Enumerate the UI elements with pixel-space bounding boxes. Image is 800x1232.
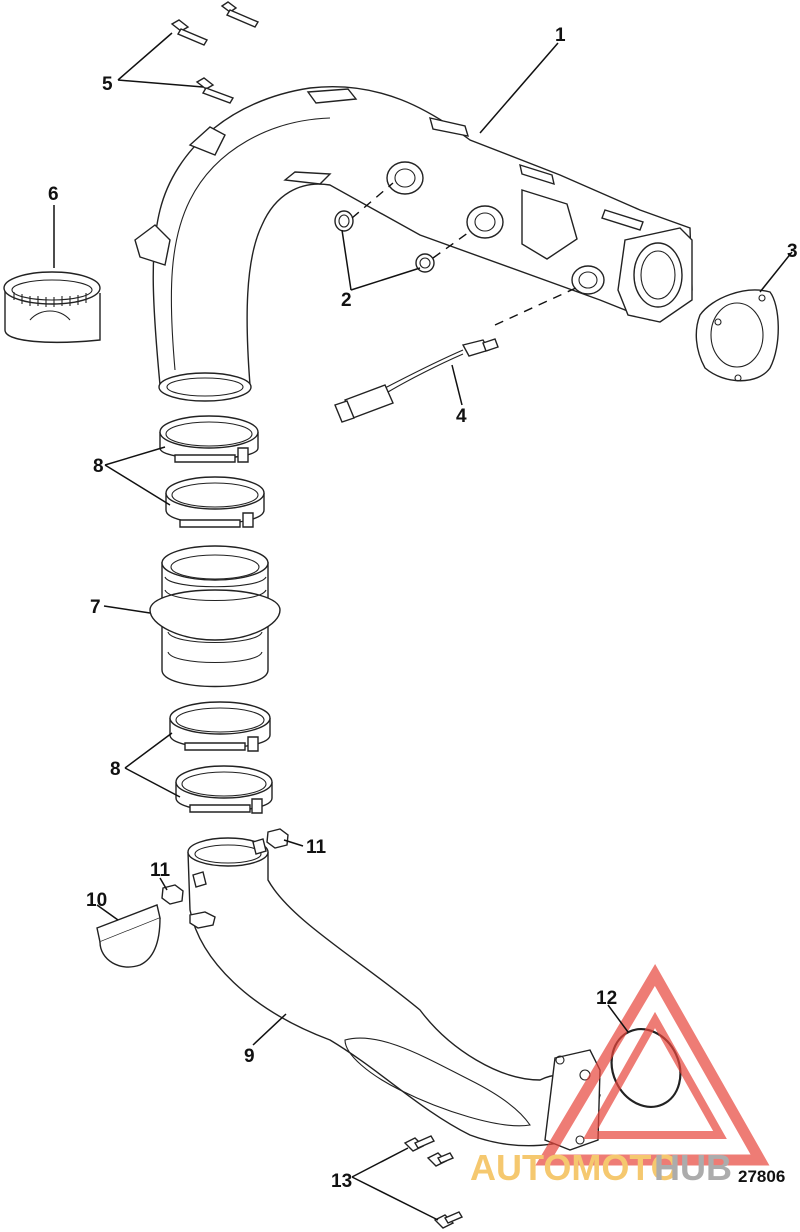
callout-11-left: 11: [150, 860, 171, 881]
gasket-3: [695, 289, 779, 382]
screw-13b: [426, 1152, 455, 1167]
callouts: 1 2 3 4 5 6 7 8 8 9 10 11 11 12 13: [48, 25, 798, 1192]
callout-4: 4: [456, 406, 467, 427]
watermark-text-main: AUTOMOTO: [470, 1147, 679, 1188]
callout-2: 2: [341, 290, 352, 311]
exhaust-pipe-9: [187, 837, 601, 1151]
callout-8-upper: 8: [93, 456, 104, 477]
exhaust-elbow-1: [134, 86, 693, 402]
bumper-11a: [266, 828, 289, 849]
callout-1: 1: [555, 25, 566, 46]
callout-5: 5: [102, 74, 113, 95]
screw-5a: [220, 1, 260, 28]
leader-lines: [53, 32, 793, 1221]
temperature-sensor-4: [334, 338, 499, 423]
figure-number: 27806: [738, 1167, 785, 1186]
bellows-7: [149, 545, 281, 688]
clamp-8c: [169, 701, 271, 752]
o-ring-2a: [334, 210, 354, 232]
shield-10: [96, 904, 161, 968]
screw-5c: [195, 77, 235, 104]
clamp-8d: [175, 765, 273, 814]
screw-13c: [433, 1211, 464, 1229]
screw-5b: [170, 19, 209, 46]
callout-8-lower: 8: [110, 759, 121, 780]
clamp-8b: [165, 476, 265, 528]
clamp-8a: [159, 415, 259, 463]
sleeve-6: [3, 271, 101, 343]
callout-11-right: 11: [306, 837, 327, 858]
callout-10: 10: [86, 890, 107, 911]
callout-13: 13: [331, 1171, 352, 1192]
screw-13a: [403, 1135, 436, 1152]
callout-6: 6: [48, 184, 59, 205]
watermark: AUTOMOTO HUB: [470, 964, 770, 1188]
o-ring-2b: [415, 253, 435, 273]
watermark-text-tail: HUB: [654, 1147, 732, 1188]
bumper-11c: [189, 911, 216, 929]
callout-3: 3: [787, 241, 798, 262]
callout-9: 9: [244, 1046, 255, 1067]
watermark-triangle: [535, 964, 770, 1166]
callout-7: 7: [90, 597, 101, 618]
callout-12: 12: [596, 988, 617, 1009]
